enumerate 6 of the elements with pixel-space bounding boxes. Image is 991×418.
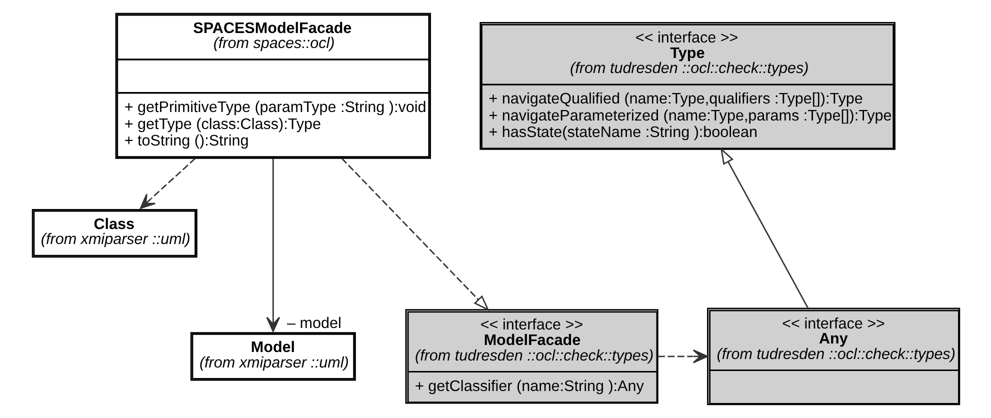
arrow: [657, 349, 708, 364]
edge-label: – model: [286, 314, 341, 332]
arrow: [266, 158, 280, 332]
arrow: [340, 158, 490, 312]
arrow: [139, 158, 196, 209]
arrow: [720, 148, 808, 309]
